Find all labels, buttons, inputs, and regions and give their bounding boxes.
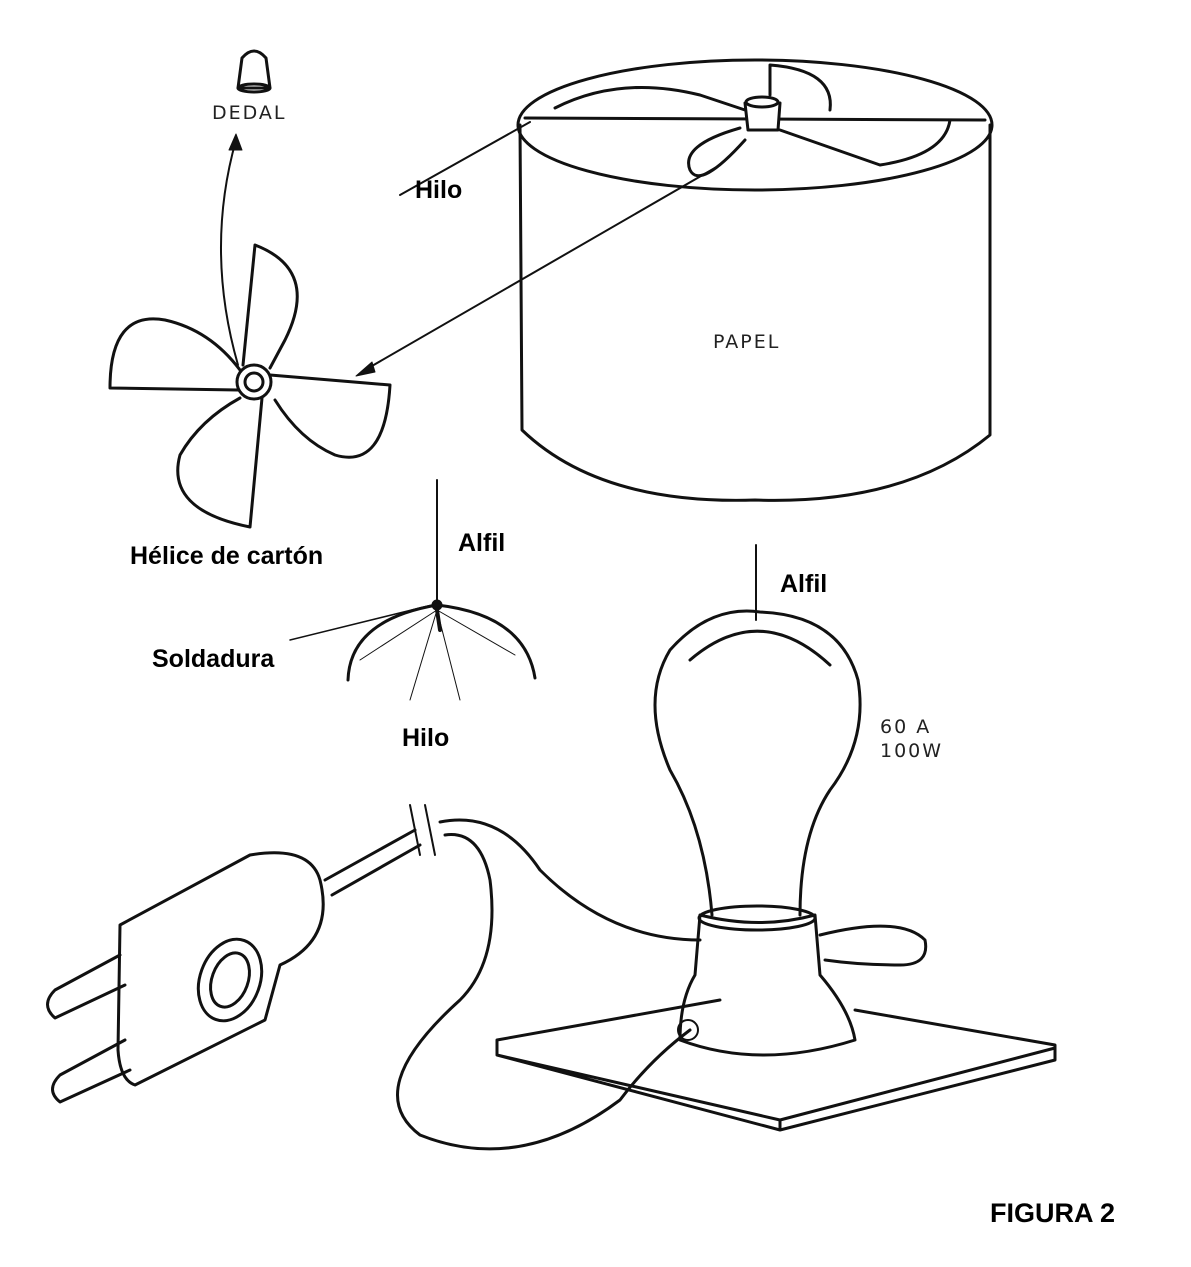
cord-plug-drawing	[46, 804, 702, 1151]
label-bulb-line1: 60 A	[880, 716, 932, 738]
thimble-drawing	[236, 49, 272, 94]
label-bulb-line2: 100W	[880, 740, 944, 762]
label-alfil-left: Alfil	[458, 529, 506, 557]
paper-drum-drawing	[516, 58, 994, 502]
label-soldadura: Soldadura	[152, 645, 275, 673]
label-hilo-top: Hilo	[415, 176, 463, 204]
label-hilo-bottom: Hilo	[402, 724, 450, 752]
arrow-to-propeller	[364, 164, 721, 371]
bulb-drawing	[495, 544, 1057, 1132]
label-helice: Hélice de cartón	[130, 542, 324, 570]
label-alfil-right: Alfil	[780, 570, 828, 598]
figure-title: FIGURA 2	[990, 1198, 1116, 1228]
arrow-to-thimble	[220, 139, 239, 366]
pin-arc-drawing	[289, 479, 537, 701]
propeller-drawing	[108, 243, 392, 529]
label-papel: PAPEL	[713, 331, 781, 353]
label-dedal: DEDAL	[212, 102, 287, 124]
